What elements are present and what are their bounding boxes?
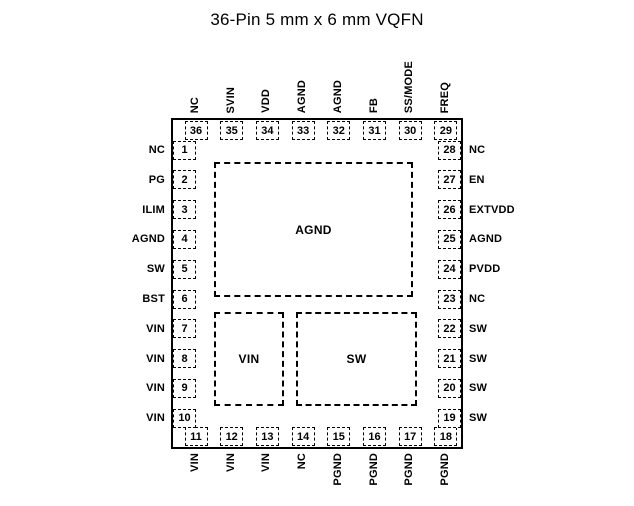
pin-6-label: BST <box>142 293 165 305</box>
pin-36-number: 36 <box>184 121 208 140</box>
pin-26-label: EXTVDD <box>469 203 515 216</box>
pin-15-label: PGND <box>331 453 344 486</box>
pin-22-label: SW <box>469 322 488 335</box>
pin-6-number: 6 <box>173 289 196 309</box>
pin-20-number: 20 <box>438 378 461 398</box>
pin-9-label: VIN <box>146 382 165 395</box>
pin-11-number: 11 <box>184 427 208 446</box>
pin-7-label: VIN <box>146 322 165 335</box>
pin-5-label: SW <box>146 263 165 276</box>
pin-12-label: VIN <box>224 453 237 472</box>
pin-9-number: 9 <box>173 378 196 398</box>
pin-32-label: AGND <box>331 79 344 113</box>
package-outline <box>171 118 463 449</box>
pin-35-number: 35 <box>220 121 244 140</box>
pin-10-label: VIN <box>146 412 165 425</box>
pin-13-label: VIN <box>260 453 273 472</box>
pin-33-number: 33 <box>291 121 315 140</box>
pin-4-number: 4 <box>173 229 196 249</box>
pin-2-number: 2 <box>173 170 196 190</box>
region-vin: VIN <box>214 312 284 406</box>
pin-22-number: 22 <box>438 319 461 339</box>
pin-27-label: EN <box>469 173 485 186</box>
pin-1-label: NC <box>148 144 165 156</box>
pin-30-label: SS/MODE <box>403 60 416 113</box>
region-vin-label: VIN <box>238 352 260 366</box>
pin-31-label: FB <box>367 97 380 113</box>
pin-18-label: PGND <box>438 453 451 486</box>
pin-31-number: 31 <box>363 121 386 140</box>
pin-30-number: 30 <box>398 121 422 140</box>
pin-7-number: 7 <box>173 319 196 339</box>
pin-32-number: 32 <box>327 121 351 140</box>
pin-17-number: 17 <box>398 427 422 446</box>
pin-34-label: VDD <box>260 89 273 113</box>
pin-12-number: 12 <box>220 427 244 446</box>
pin-3-number: 3 <box>173 200 196 220</box>
pin-8-number: 8 <box>173 349 196 369</box>
pin-25-label: AGND <box>469 233 503 246</box>
pin-15-number: 15 <box>327 427 351 446</box>
pin-14-number: 14 <box>291 427 315 446</box>
pin-29-number: 29 <box>434 121 458 140</box>
pin-35-label: SVIN <box>224 86 237 113</box>
pin-25-number: 25 <box>438 229 461 249</box>
region-agnd-label: AGND <box>295 222 332 237</box>
pin-23-number: 23 <box>438 289 461 309</box>
pin-14-label: NC <box>296 453 309 470</box>
pin-2-label: PG <box>148 173 165 186</box>
pin-23-label: NC <box>469 293 486 305</box>
pin-19-label: SW <box>469 412 488 425</box>
pin-1-number: 1 <box>173 140 196 160</box>
pin-4-label: AGND <box>131 233 165 246</box>
pin-20-label: SW <box>469 382 488 395</box>
pin-16-number: 16 <box>363 427 386 446</box>
pin-18-number: 18 <box>434 427 458 446</box>
pin-8-label: VIN <box>146 352 165 365</box>
pin-34-number: 34 <box>255 121 279 140</box>
pin-33-label: AGND <box>296 79 309 113</box>
pin-16-label: PGND <box>367 453 380 486</box>
region-sw: SW <box>296 312 417 406</box>
pin-21-number: 21 <box>438 349 461 369</box>
pin-11-label: VIN <box>189 453 201 472</box>
pin-28-label: NC <box>469 144 486 156</box>
pin-24-number: 24 <box>438 259 461 279</box>
pin-27-number: 27 <box>438 170 461 190</box>
pin-36-label: NC <box>189 96 201 113</box>
region-sw-label: SW <box>346 352 367 366</box>
pin-13-number: 13 <box>255 427 279 446</box>
pin-3-label: ILIM <box>142 203 165 216</box>
pin-28-number: 28 <box>438 140 461 160</box>
pin-26-number: 26 <box>438 200 461 220</box>
diagram-title: 36-Pin 5 mm x 6 mm VQFN <box>210 10 424 29</box>
pin-29-label: FREQ <box>438 81 451 113</box>
pin-19-number: 19 <box>438 408 461 428</box>
pin-24-label: PVDD <box>469 263 501 276</box>
pin-5-number: 5 <box>173 259 196 279</box>
pin-17-label: PGND <box>403 453 416 486</box>
pin-21-label: SW <box>469 352 488 365</box>
pin-10-number: 10 <box>173 408 196 428</box>
region-agnd: AGND <box>214 162 413 297</box>
